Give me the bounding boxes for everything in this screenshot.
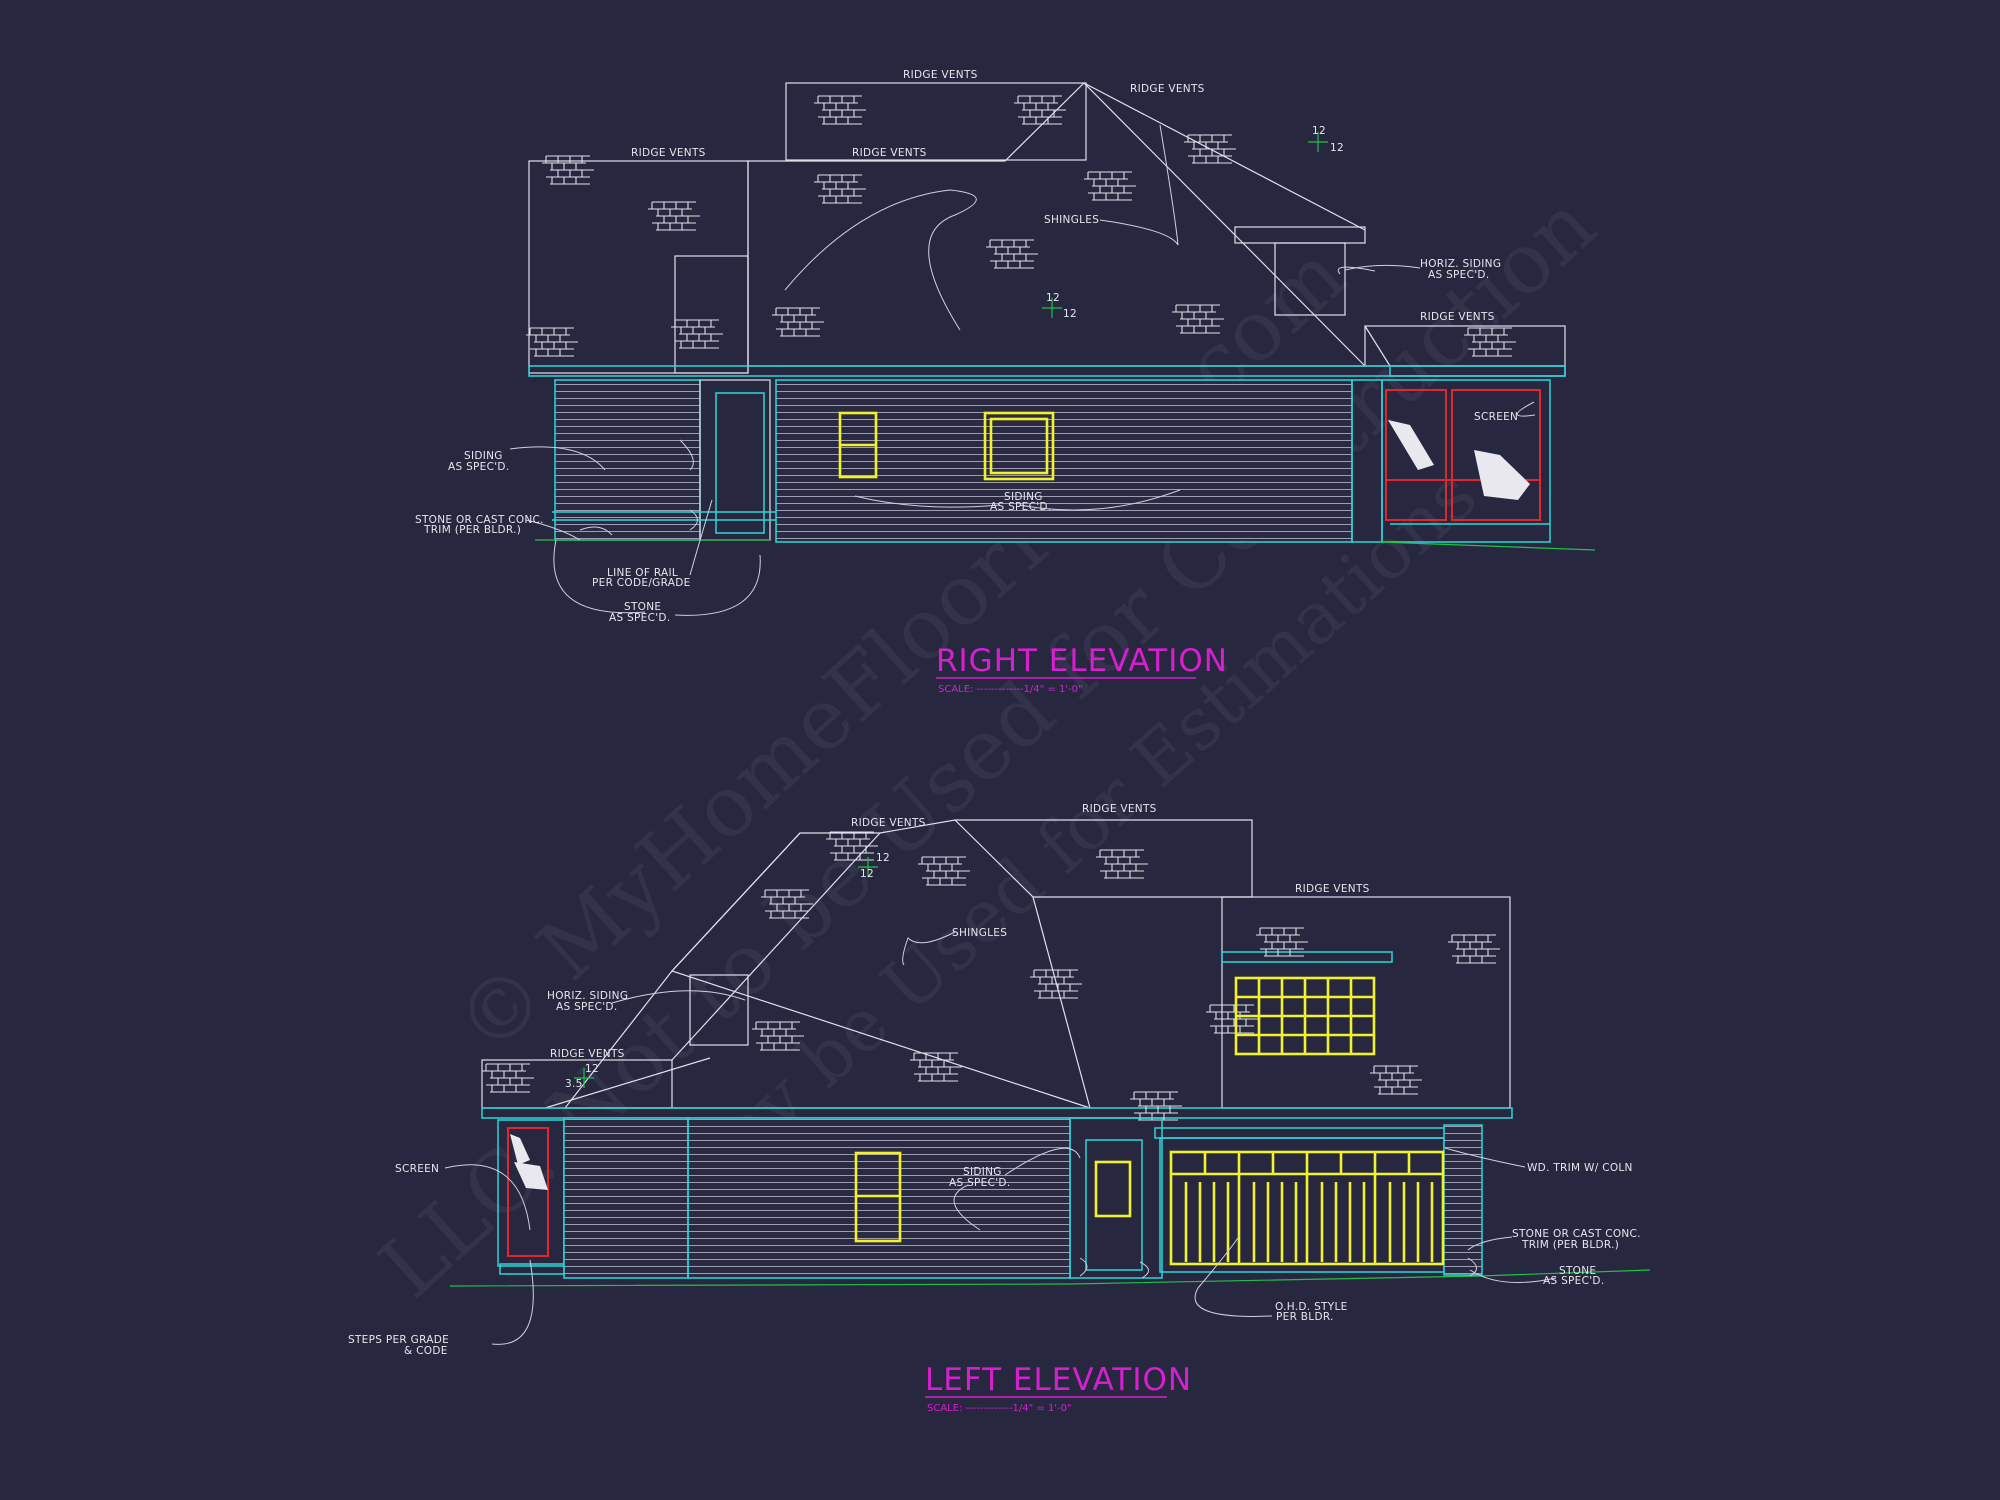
right-windows (838, 411, 1055, 481)
le-pitch-run: 12 (876, 852, 890, 864)
right-elevation-scale: SCALE: -------------1/4" = 1'-0" (938, 684, 1083, 695)
le-label-horiz-siding: AS SPEC'D. (556, 1001, 617, 1013)
le-label-stone-trim: STONE OR CAST CONC. (1512, 1228, 1641, 1240)
re-label-horiz-siding: HORIZ. SIDING (1420, 258, 1501, 270)
le-pitch-rise: 12 (860, 868, 874, 880)
le-label-shingles: SHINGLES (952, 927, 1007, 939)
le-label-siding: AS SPEC'D. (949, 1177, 1010, 1189)
right-roof (528, 82, 1566, 377)
le-label-ridge-vents: RIDGE VENTS (550, 1048, 625, 1060)
right-leaders (509, 124, 1536, 616)
re-label-ridge-vents: RIDGE VENTS (903, 69, 978, 81)
re-pitch-run: 12 (1330, 142, 1344, 154)
re-label-siding: SIDING (464, 450, 503, 462)
le-label-stone: STONE (1559, 1265, 1596, 1277)
left-grade (449, 857, 1651, 1287)
re-label-stone-trim: TRIM (PER BLDR.) (423, 524, 521, 536)
le-label-ridge-vents: RIDGE VENTS (1295, 883, 1370, 895)
re-label-shingles: SHINGLES (1044, 214, 1099, 226)
le-label-stone: AS SPEC'D. (1543, 1275, 1604, 1287)
right-elevation-title: RIGHT ELEVATION (936, 643, 1228, 679)
le-label-horiz-siding: HORIZ. SIDING (547, 990, 628, 1002)
le-label-ridge-vents: RIDGE VENTS (1082, 803, 1157, 815)
left-leaders (444, 931, 1557, 1345)
le-label-wd-trim: WD. TRIM W/ COLN (1527, 1162, 1633, 1174)
re-label-ridge-vents: RIDGE VENTS (1420, 311, 1495, 323)
re-label-stone: STONE (624, 601, 661, 613)
le-label-steps: STEPS PER GRADE (348, 1334, 449, 1346)
re-label-siding: AS SPEC'D. (990, 501, 1051, 513)
re-label-ridge-vents: RIDGE VENTS (852, 147, 927, 159)
right-elevation-drawing: RIDGE VENTS RIDGE VENTS RIDGE VENTS RIDG… (415, 69, 1596, 695)
re-pitch-rise: 12 (1312, 125, 1326, 137)
re-label-stone-trim: STONE OR CAST CONC. (415, 514, 544, 526)
re-label-siding: AS SPEC'D. (448, 461, 509, 473)
re-label-rail: LINE OF RAIL (607, 567, 678, 579)
re-label-ridge-vents: RIDGE VENTS (631, 147, 706, 159)
re-label-horiz-siding: AS SPEC'D. (1428, 269, 1489, 281)
right-grade (535, 132, 1596, 551)
le-label-screen: SCREEN (395, 1163, 439, 1175)
re-pitch-run: 12 (1063, 308, 1077, 320)
re-label-rail: PER CODE/GRADE (592, 577, 691, 589)
le-label-stone-trim: TRIM (PER BLDR.) (1521, 1239, 1619, 1251)
left-elevation-title: LEFT ELEVATION (925, 1362, 1192, 1398)
re-label-stone: AS SPEC'D. (609, 612, 670, 624)
left-windows (854, 976, 1445, 1266)
le-pitch-rise: 3.5 (565, 1078, 583, 1090)
le-label-siding: SIDING (963, 1166, 1002, 1178)
re-pitch-rise: 12 (1046, 292, 1060, 304)
le-label-ohd: PER BLDR. (1276, 1311, 1334, 1323)
left-elevation-scale: SCALE: -------------1/4" = 1'-0" (927, 1403, 1072, 1414)
left-elevation-drawing: RIDGE VENTS RIDGE VENTS RIDGE VENTS RIDG… (348, 803, 1651, 1414)
le-label-steps: & CODE (404, 1345, 448, 1357)
le-label-ohd: O.H.D. STYLE (1275, 1301, 1348, 1313)
re-label-ridge-vents: RIDGE VENTS (1130, 83, 1205, 95)
left-walls (497, 1117, 1483, 1279)
le-pitch-run: 12 (585, 1063, 599, 1075)
right-walls (552, 379, 1551, 543)
re-label-screen: SCREEN (1474, 411, 1518, 423)
le-label-ridge-vents: RIDGE VENTS (851, 817, 926, 829)
re-label-siding: SIDING (1004, 491, 1043, 503)
